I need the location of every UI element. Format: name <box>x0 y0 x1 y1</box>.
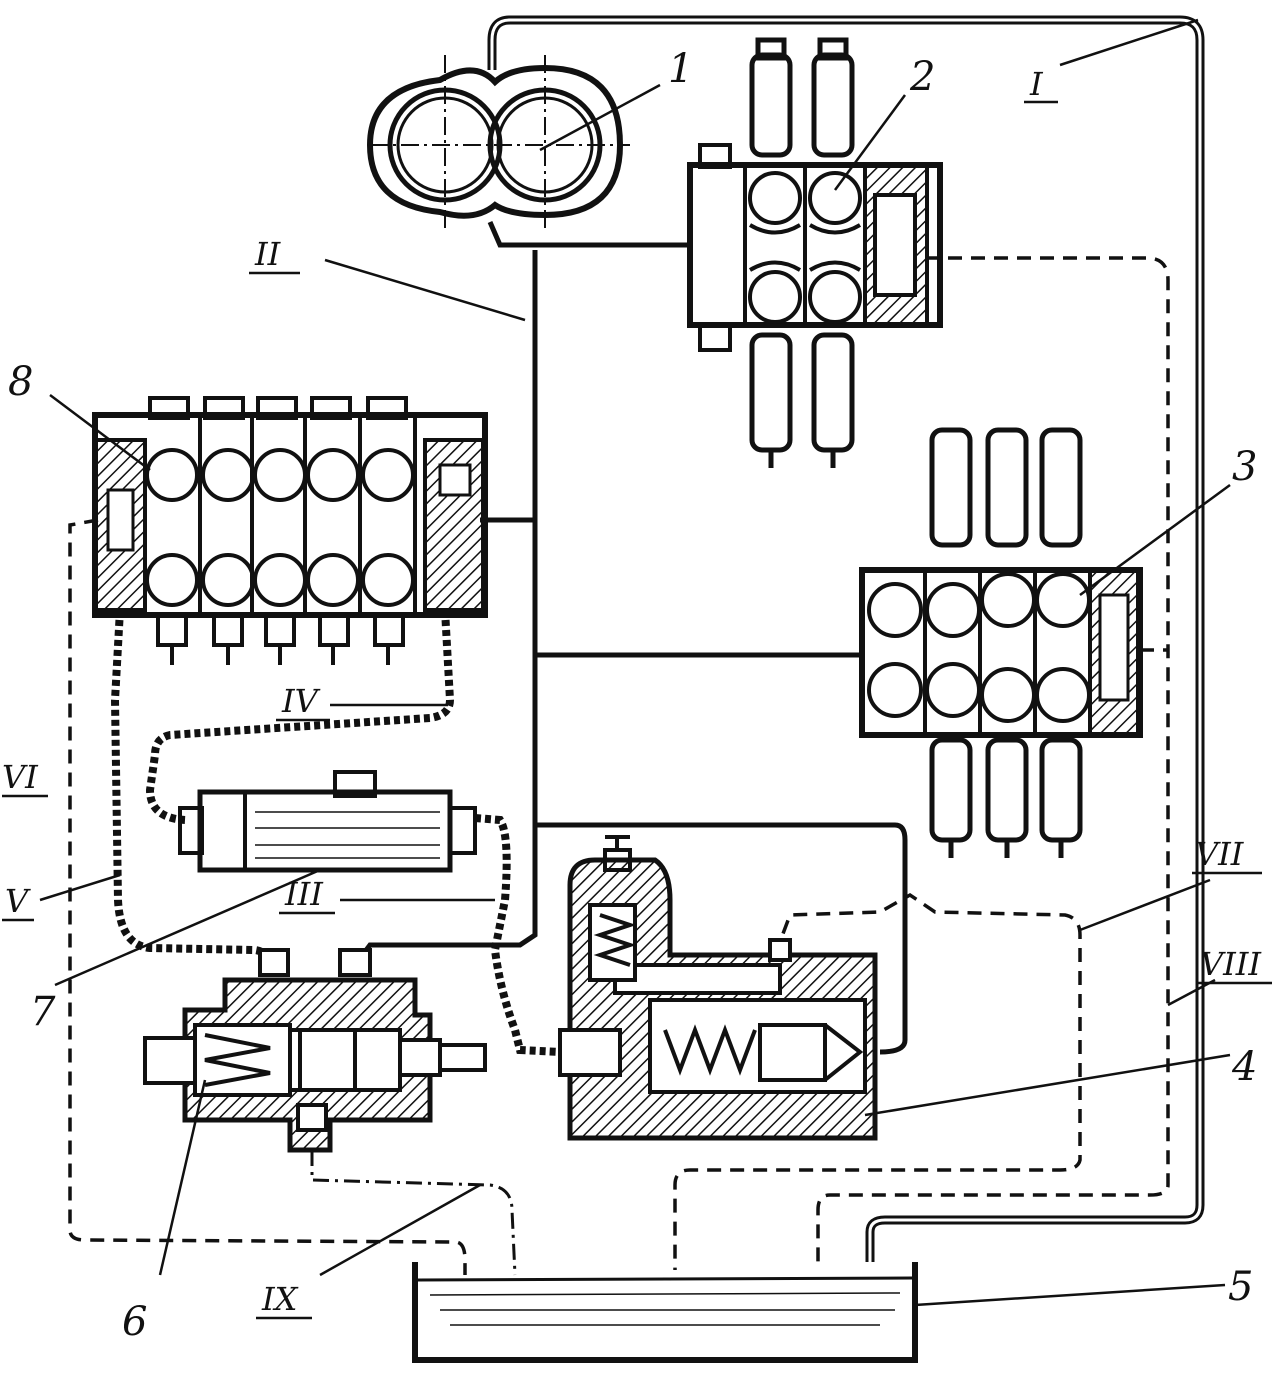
tank <box>412 1262 918 1363</box>
line-label-VI: VI <box>2 758 48 798</box>
distributor-2 <box>687 37 943 468</box>
line-label-IX: IX <box>256 1280 312 1320</box>
line-label-V-text: V <box>5 882 31 920</box>
pump <box>366 55 630 230</box>
line-label-I: I <box>1024 65 1058 104</box>
valve-6 <box>143 948 487 1153</box>
leader-lines <box>39 18 1231 1307</box>
callout-flow-divider: 4 <box>1231 1044 1257 1090</box>
line-label-V: V <box>2 882 34 922</box>
line-label-VI-text: VI <box>2 758 39 796</box>
line-IV <box>145 609 455 824</box>
callout-cylinder: 7 <box>30 989 56 1035</box>
callout-distributor-2: 2 <box>909 54 935 100</box>
line-IX <box>310 1150 517 1276</box>
line-I-suction <box>487 15 1205 1262</box>
line-label-VII-text: VII <box>1195 835 1245 873</box>
line-label-I-text: I <box>1029 65 1044 103</box>
line-VI <box>68 518 467 1275</box>
cylinder <box>178 770 477 873</box>
line-label-VIII: VIII <box>1196 945 1272 985</box>
line-label-II: II <box>249 235 300 275</box>
line-label-III-text: III <box>284 875 324 913</box>
line-label-II-text: II <box>254 235 282 273</box>
line-II-pressure <box>352 221 908 1055</box>
line-label-VIII-text: VIII <box>1200 945 1262 983</box>
line-label-IV-text: IV <box>281 682 321 720</box>
callout-pump: 1 <box>668 46 693 92</box>
flow-divider <box>558 835 878 1141</box>
line-label-III: III <box>279 875 335 915</box>
line-VII <box>673 892 1082 1270</box>
line-III <box>474 814 561 1056</box>
distributor-8 <box>92 396 488 665</box>
callout-tank: 5 <box>1228 1264 1253 1310</box>
callout-distributor-8: 8 <box>8 359 33 405</box>
distributor-3 <box>859 427 1143 858</box>
line-label-IX-text: IX <box>261 1280 299 1318</box>
line-label-VII: VII <box>1192 835 1262 875</box>
callout-valve-6: 6 <box>122 1299 147 1345</box>
line-VIII <box>816 256 1170 1270</box>
line-label-IV: IV <box>276 682 330 722</box>
callout-distributor-3: 3 <box>1232 444 1257 490</box>
